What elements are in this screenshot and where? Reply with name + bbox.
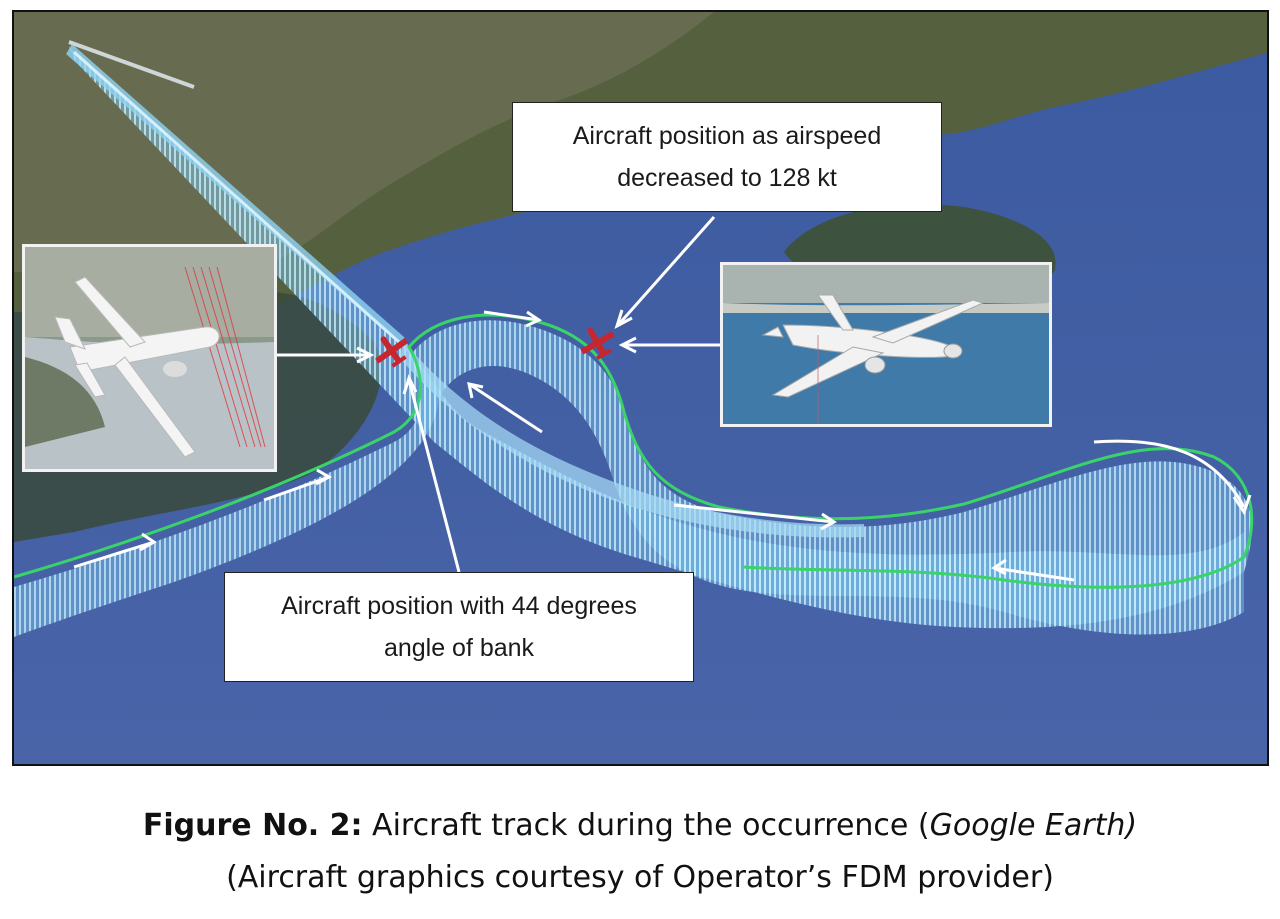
aircraft-graphic-inset-bank bbox=[22, 244, 277, 472]
direction-arrow-icon bbox=[1232, 494, 1252, 516]
aircraft-3d-graphic bbox=[723, 265, 1049, 424]
callout-airspeed: Aircraft position as airspeed decreased … bbox=[512, 102, 942, 212]
aircraft-graphic-inset-airspeed bbox=[720, 262, 1052, 427]
aircraft-marker-icon bbox=[580, 327, 615, 360]
caption-credit: (Aircraft graphics courtesy of Operator’… bbox=[226, 860, 1054, 895]
figure-caption-line1: Figure No. 2: Aircraft track during the … bbox=[0, 808, 1280, 843]
figure-label: Figure No. 2: bbox=[142, 808, 363, 843]
figure-caption-line2: (Aircraft graphics courtesy of Operator’… bbox=[0, 860, 1280, 895]
callout-airspeed-line2: decreased to 128 kt bbox=[617, 164, 837, 192]
direction-arrow-icon bbox=[820, 512, 837, 531]
direction-arrow-icon bbox=[139, 532, 157, 552]
callout-airspeed-line1: Aircraft position as airspeed bbox=[572, 122, 882, 150]
callout-bank-line2: angle of bank bbox=[383, 634, 535, 662]
urban-area bbox=[14, 12, 714, 272]
map-figure: Aircraft position as airspeed decreased … bbox=[12, 10, 1269, 766]
direction-arrow-icon bbox=[991, 558, 1007, 576]
aircraft-marker-icon bbox=[375, 336, 409, 368]
direction-arrow-icon bbox=[525, 310, 543, 328]
crossing-ribbon bbox=[399, 342, 864, 538]
direction-arrow-icon bbox=[315, 468, 333, 486]
callout-bank-line1: Aircraft position with 44 degrees bbox=[281, 592, 637, 620]
direction-arrow-icon bbox=[467, 382, 484, 399]
aircraft-3d-graphic bbox=[25, 247, 274, 469]
callout-bank: Aircraft position with 44 degrees angle … bbox=[224, 572, 694, 682]
caption-text: Aircraft track during the occurrence ( bbox=[362, 808, 930, 843]
caption-source: Google Earth) bbox=[929, 808, 1138, 843]
runway bbox=[68, 40, 195, 89]
track-curtain-loop bbox=[14, 320, 1252, 637]
direction-arrows bbox=[73, 216, 1252, 582]
descent-line bbox=[73, 50, 400, 344]
